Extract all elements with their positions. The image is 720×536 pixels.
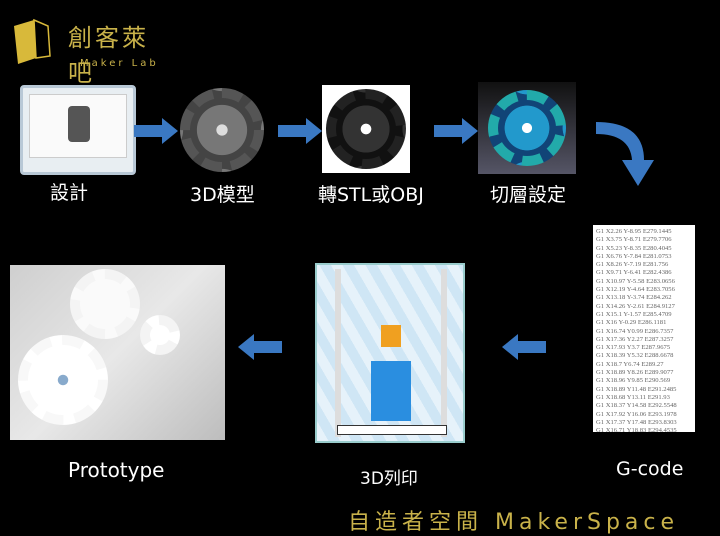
gcode-line: G1 X10.97 Y-5.58 E283.0656 bbox=[596, 277, 675, 285]
gcode-line: G1 X9.71 Y-6.41 E282.4386 bbox=[596, 269, 672, 277]
design-image bbox=[20, 85, 136, 175]
step-label-3d-model: 3D模型 bbox=[190, 184, 255, 206]
arrow-left-icon bbox=[502, 334, 546, 360]
gcode-line: G1 X13.18 Y-3.74 E284.262 bbox=[596, 294, 672, 302]
gcode-line: G1 X18.89 Y8.26 E289.9077 bbox=[596, 369, 674, 377]
arrow-right-icon bbox=[434, 118, 478, 144]
gcode-line: G1 X14.26 Y-2.61 E284.9127 bbox=[596, 302, 675, 310]
gcode-line: G1 X12.19 Y-4.64 E283.7056 bbox=[596, 286, 675, 294]
gcode-line: G1 X18.96 Y9.85 E290.569 bbox=[596, 377, 671, 385]
footer-text: 自造者空間 MakerSpace bbox=[348, 510, 680, 535]
door-logo-icon bbox=[14, 18, 51, 64]
gcode-line: G1 X17.92 Y16.06 E293.1978 bbox=[596, 410, 677, 418]
arrow-right-icon bbox=[278, 118, 322, 144]
logo: 創客萊吧 Maker Lab bbox=[12, 14, 162, 87]
arrow-left-icon bbox=[238, 334, 282, 360]
3d-model-image bbox=[180, 88, 264, 172]
prototype-photo bbox=[10, 265, 225, 440]
gcode-line: G1 X16.74 Y0.99 E286.7357 bbox=[596, 327, 674, 335]
gcode-line: G1 X18.7 Y6.74 E289.27 bbox=[596, 360, 664, 368]
gcode-line: G1 X15.1 Y-1.57 E285.4709 bbox=[596, 310, 672, 318]
logo-title: 創客萊吧 bbox=[68, 24, 149, 87]
gcode-line: G1 X17.93 Y3.7 E287.9675 bbox=[596, 344, 671, 352]
stl-image bbox=[322, 85, 410, 173]
gcode-line: G1 X18.39 Y5.32 E288.6678 bbox=[596, 352, 674, 360]
gcode-line: G1 X18.89 Y11.48 E291.2485 bbox=[596, 385, 677, 393]
step-label-stl: 轉STL或OBJ bbox=[318, 184, 424, 206]
gcode-line: G1 X8.26 Y-7.19 E281.756 bbox=[596, 261, 669, 269]
printer-image bbox=[315, 263, 465, 443]
gcode-line: G1 X18.37 Y14.58 E292.5548 bbox=[596, 402, 677, 410]
gcode-line: G1 X16 Y-0.29 E286.1181 bbox=[596, 319, 667, 327]
slicing-image bbox=[478, 82, 576, 174]
step-label-prototype: Prototype bbox=[68, 458, 165, 482]
step-label-3d-print: 3D列印 bbox=[360, 469, 418, 489]
curved-arrow-down-icon bbox=[596, 122, 654, 186]
gcode-line: G1 X17.36 Y2.27 E287.3257 bbox=[596, 335, 674, 343]
gcode-line: G1 X5.23 Y-8.35 E280.4045 bbox=[596, 244, 672, 252]
gcode-line: G1 X18.68 Y13.11 E291.93 bbox=[596, 393, 670, 401]
step-label-design: 設計 bbox=[50, 182, 89, 204]
gcode-line: G1 X2.26 Y-8.95 E279.1445 bbox=[596, 228, 672, 235]
gcode-line: G1 X16.71 Y18.83 E294.4535 bbox=[596, 427, 677, 432]
gcode-line: G1 X3.75 Y-8.71 E279.7706 bbox=[596, 236, 672, 244]
arrow-right-icon bbox=[134, 118, 178, 144]
gcode-line: G1 X17.37 Y17.48 E293.8303 bbox=[596, 418, 677, 426]
gcode-line: G1 X6.76 Y-7.84 E281.0753 bbox=[596, 252, 672, 260]
step-label-slicing: 切層設定 bbox=[490, 184, 567, 206]
step-label-gcode: G-code bbox=[616, 458, 684, 480]
logo-subtitle: Maker Lab bbox=[80, 58, 159, 69]
